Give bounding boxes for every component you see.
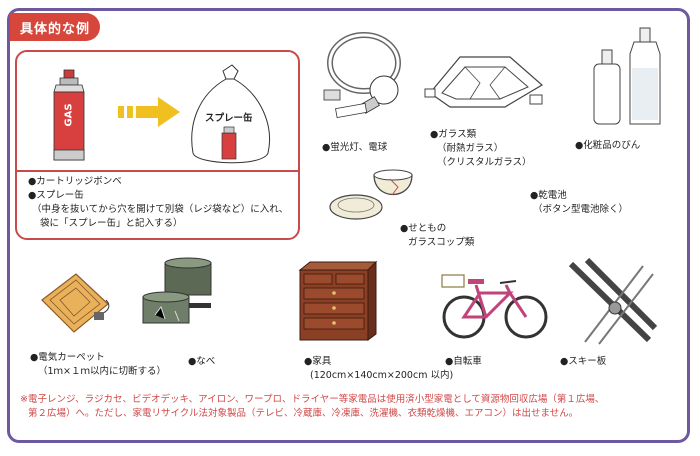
spray-instruction-2: 袋に「スプレー缶」と記入する） bbox=[40, 218, 183, 229]
glass-shards-illustration bbox=[424, 56, 544, 108]
plastic-bag-illustration bbox=[191, 64, 270, 164]
divider bbox=[17, 170, 298, 172]
arrow-right-icon bbox=[118, 97, 180, 127]
electric-carpet-illustration bbox=[41, 273, 110, 333]
spray-instruction-1: （中身を抜いてから穴を開けて別袋（レジ袋など）に入れ、 bbox=[32, 204, 289, 215]
carpet-label-1: ●電気カーペット bbox=[30, 352, 105, 363]
page-frame bbox=[7, 8, 690, 443]
spray-item-2: ●スプレー缶 bbox=[28, 190, 84, 201]
carpet-label-2: （1ｍ×１ｍ以内に切断する） bbox=[38, 366, 167, 377]
glass-label-3: （クリスタルガラス） bbox=[437, 157, 532, 168]
battery-label-2: （ボタン型電池除く） bbox=[533, 204, 629, 215]
note-line-2: 第２広場）へ。ただし、家電リサイクル法対象製品（テレビ、冷蔵庫、冷凍庫、洗濯機、… bbox=[28, 408, 579, 419]
battery-label-1: ●乾電池 bbox=[530, 190, 567, 201]
chest-of-drawers-illustration bbox=[298, 260, 378, 341]
cosmetics-label: ●化粧品のびん bbox=[575, 140, 641, 151]
bag-label: スプレー缶 bbox=[205, 113, 253, 124]
glass-label-1: ●ガラス類 bbox=[430, 129, 477, 140]
section-title: 具体的な例 bbox=[10, 13, 100, 41]
note-line-1: ※電子レンジ、ラジカセ、ビデオデッキ、アイロン、ワープロ、ドライヤー等家電品は使… bbox=[20, 394, 605, 405]
bicycle-label: ●自転車 bbox=[445, 356, 482, 367]
bicycle-illustration bbox=[441, 274, 548, 339]
fluorescent-label: ●蛍光灯、電球 bbox=[322, 142, 388, 153]
furniture-label-1: ●家具 bbox=[304, 356, 332, 367]
gas-can-illustration bbox=[53, 69, 85, 161]
glass-label-2: （耐熱ガラス） bbox=[437, 143, 504, 154]
furniture-label-2: (120cm×140cm×200cm 以内) bbox=[310, 370, 454, 381]
pot-label: ●なべ bbox=[188, 356, 216, 367]
spray-item-1: ●カートリッジボンベ bbox=[28, 176, 122, 187]
pottery-label-2: ガラスコップ類 bbox=[408, 237, 475, 248]
notes: ※電子レンジ、ラジカセ、ビデオデッキ、アイロン、ワープロ、ドライヤー等家電品は使… bbox=[20, 393, 675, 421]
fluorescent-lamp-illustration bbox=[323, 32, 401, 118]
ski-illustration bbox=[568, 257, 658, 345]
ski-label: ●スキー板 bbox=[560, 356, 607, 367]
gas-can-label: GAS bbox=[63, 103, 75, 127]
pottery-label-1: ●せともの bbox=[400, 223, 447, 234]
cosmetic-bottles-illustration bbox=[593, 27, 661, 125]
pot-illustration bbox=[142, 257, 212, 324]
pottery-illustration bbox=[329, 169, 413, 220]
spray-can-box bbox=[15, 50, 300, 240]
